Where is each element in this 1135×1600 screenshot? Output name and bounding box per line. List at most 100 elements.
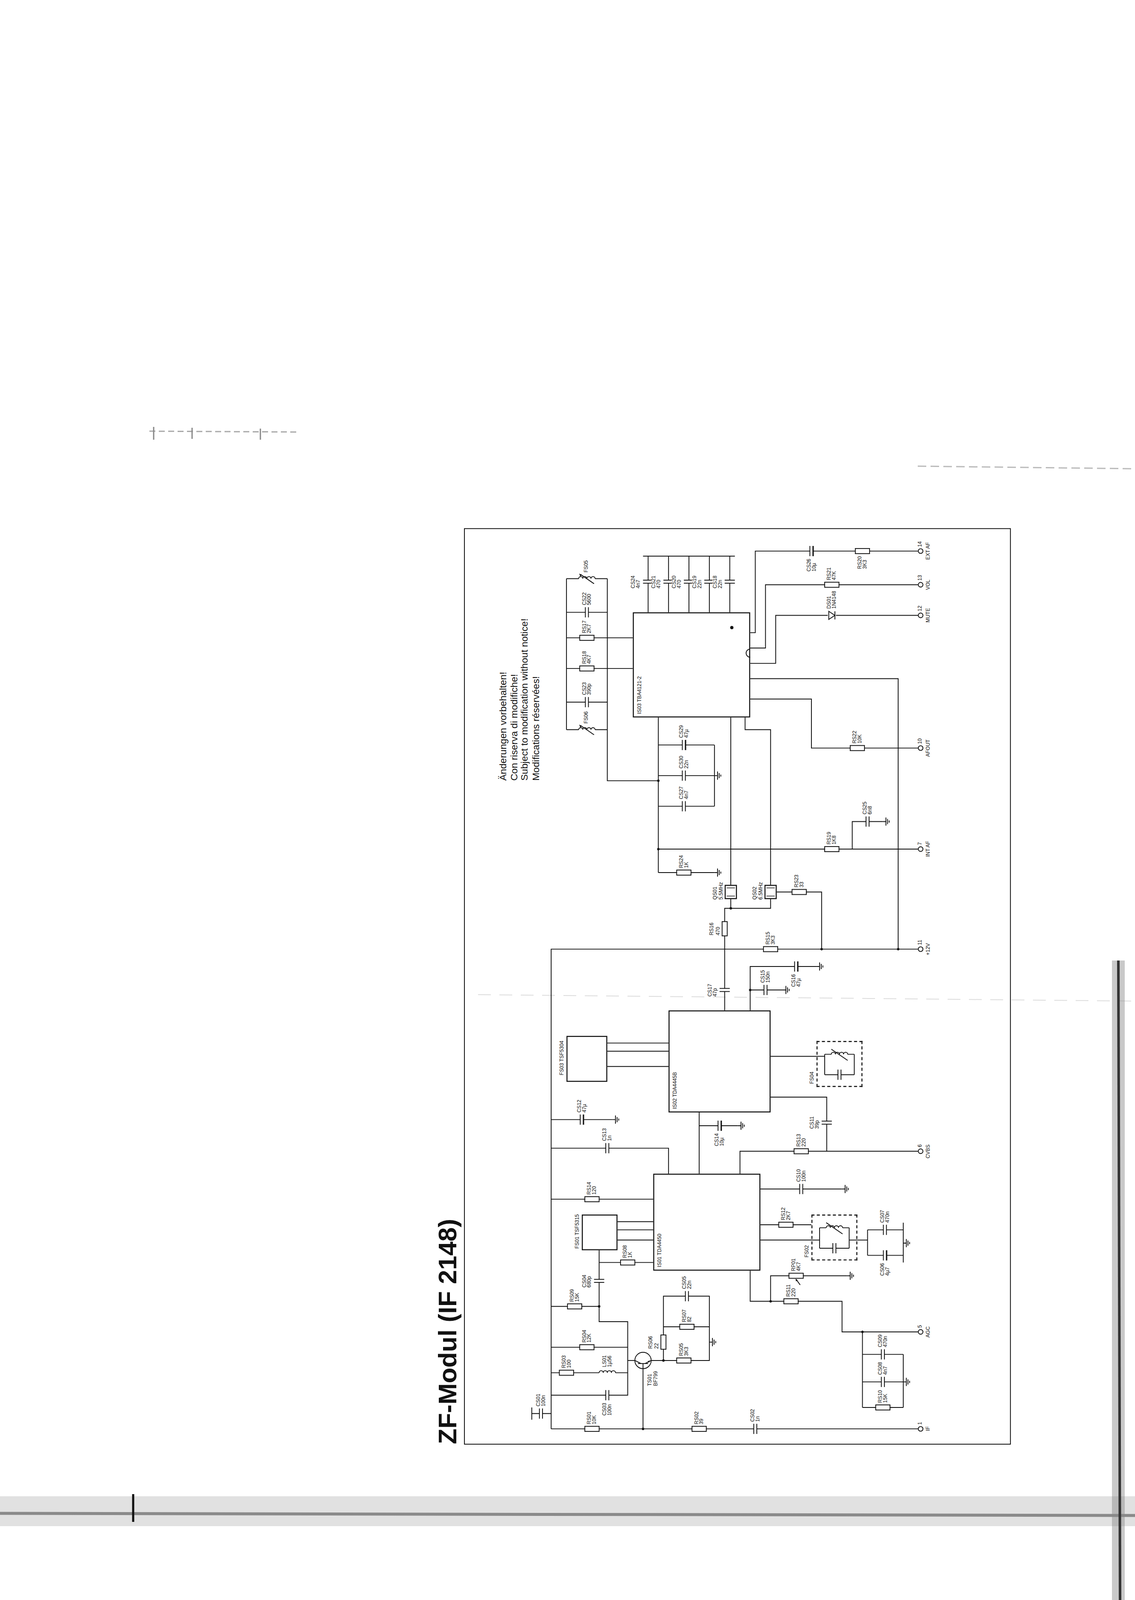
trans-symbol [634, 1360, 641, 1364]
cap-symbol [608, 1143, 610, 1154]
elcap-symbol [580, 1114, 584, 1125]
coil-symbol [580, 574, 595, 584]
cap-symbol [608, 1389, 610, 1401]
res-symbol [824, 846, 839, 852]
component-label: RS24 1K [678, 854, 690, 868]
component-label: RS01 10K [586, 1411, 599, 1424]
cap-symbol [605, 1143, 609, 1154]
component-label: CS03 100n [601, 1402, 614, 1416]
elcap-symbol [684, 739, 686, 750]
pin-number: 6 [917, 1144, 924, 1148]
lc-filter-symbol [819, 1227, 850, 1254]
component-label: CS11 39p [808, 1116, 821, 1129]
cap-symbol [884, 1349, 885, 1360]
cap-symbol [594, 1278, 605, 1280]
component-label: CS18 22n [711, 575, 724, 589]
res-symbol [850, 745, 865, 751]
part-label: FS01 TSF5315 [574, 1213, 581, 1249]
component-label: CS05 22n [681, 1276, 693, 1290]
component-label: RS14 120 [586, 1181, 599, 1195]
wire [866, 1229, 868, 1256]
wire [724, 898, 771, 1011]
component-label: CS29 47µ [678, 725, 690, 739]
wire [770, 1275, 847, 1302]
scan-edge-line [1118, 960, 1121, 1600]
cap-symbol [682, 801, 683, 812]
cap-symbol [764, 984, 768, 995]
component-label: CS21 470 [650, 575, 663, 589]
res-symbol [778, 1222, 793, 1228]
trans-symbol [634, 1352, 651, 1369]
scan-mark [132, 1493, 135, 1522]
res-symbol [567, 1303, 582, 1309]
signal-wire [607, 1065, 669, 1067]
junction-dot [861, 1330, 864, 1334]
cap-symbol [865, 816, 867, 827]
signal-wire [745, 717, 771, 885]
ic-box: IS02 TDA4445B [668, 1010, 771, 1113]
ground-symbol [847, 1271, 854, 1280]
cap-symbol [866, 816, 870, 827]
elcap-symbol [796, 961, 799, 972]
ind-symbol [599, 1368, 616, 1377]
cap-symbol [685, 1290, 689, 1302]
cap-symbol [883, 1224, 885, 1235]
resonator-plate [726, 895, 735, 896]
cap-symbol [719, 988, 730, 992]
cap-symbol [682, 770, 686, 781]
wire [607, 668, 634, 669]
scan-streak [149, 431, 299, 432]
component-label: FS06 [583, 711, 590, 724]
wire [658, 744, 715, 746]
cap-symbol [866, 816, 870, 827]
ic-box: IS01 TDA4450 [653, 1173, 761, 1271]
pot-symbol [795, 1278, 798, 1281]
cap-symbol [881, 1376, 885, 1387]
res-symbol [679, 1324, 695, 1330]
junction-dot [641, 1427, 645, 1430]
wire [749, 584, 918, 648]
signal-name: CVBS [925, 1144, 932, 1159]
res-symbol [559, 1370, 574, 1376]
elcap-symbol [794, 961, 796, 972]
signal-wire [770, 1055, 817, 1057]
cap-symbol [682, 770, 686, 781]
wire [688, 556, 690, 613]
lc-filter-symbol [819, 1222, 850, 1254]
signal-name: EXT AF [925, 542, 932, 560]
component-label: RS10 15K [877, 1389, 889, 1403]
wire [749, 1270, 918, 1332]
component-label: CS02 1n [749, 1408, 762, 1422]
signal-wire [730, 717, 732, 885]
res-symbol [579, 665, 594, 672]
wire [658, 805, 715, 807]
scan-tick [259, 428, 262, 440]
wire [551, 1148, 669, 1174]
part-label: FS04 [809, 1071, 815, 1084]
wire [749, 615, 918, 664]
cap-symbol [594, 1279, 605, 1283]
cap-symbol [821, 1120, 832, 1124]
component-label: CS08 4n7 [877, 1361, 889, 1375]
wire [811, 1239, 820, 1241]
cap-symbol [724, 580, 736, 584]
cap-symbol [821, 1120, 832, 1124]
component-label: CS27 4n7 [678, 786, 690, 800]
cap-symbol [719, 991, 730, 993]
cap-symbol [886, 1224, 887, 1235]
pin-number: 11 [917, 939, 924, 945]
signal-name: +12V [925, 942, 932, 955]
diode-symbol [828, 611, 835, 620]
schematic-title: ZF-Modul (IF 2148) [432, 1218, 462, 1445]
res-symbol [778, 1222, 793, 1228]
res-symbol [793, 1148, 809, 1154]
junction-dot [656, 779, 660, 782]
cap-symbol [799, 1183, 803, 1194]
component-label: RS22 10K [851, 730, 864, 744]
cap-symbol [799, 1183, 800, 1194]
ground-symbol [842, 1184, 849, 1194]
resonator-plate [766, 895, 775, 896]
component-label: RP01 4K7 [790, 1258, 803, 1272]
cap-symbol [605, 1389, 609, 1401]
wire [551, 948, 919, 1429]
